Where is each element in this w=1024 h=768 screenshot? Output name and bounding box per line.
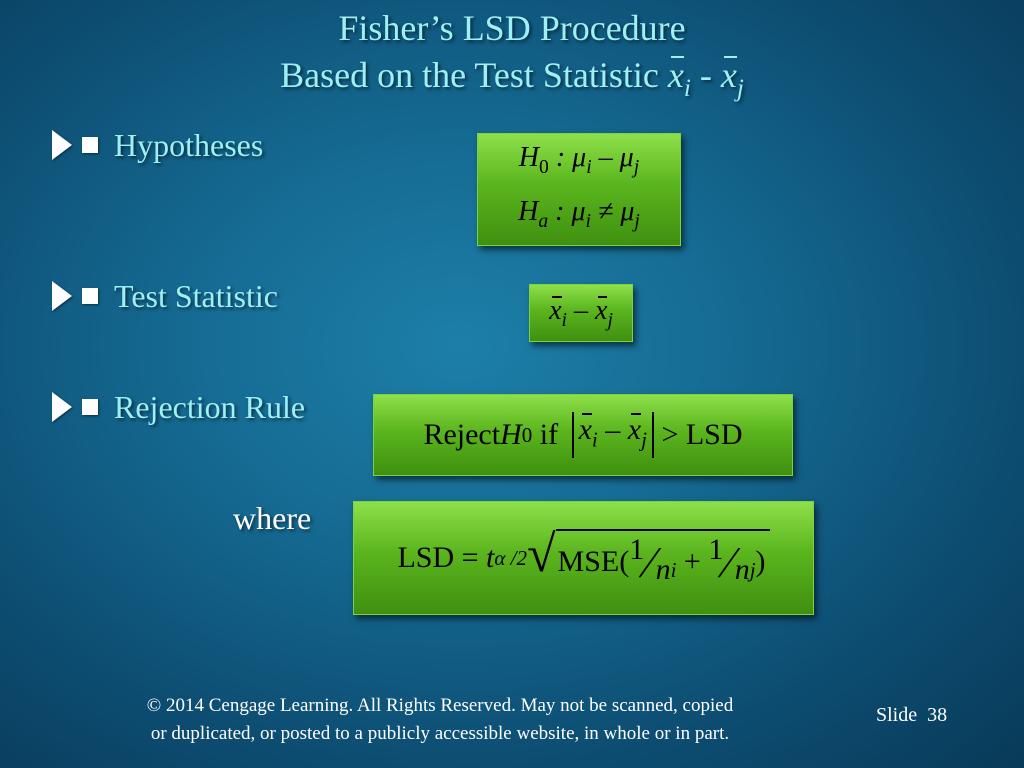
xbar-j: x <box>595 294 608 326</box>
h-symbol: H <box>518 195 539 227</box>
numerator: 1 <box>708 533 724 566</box>
close-paren: ) <box>755 545 766 578</box>
square-bullet-icon <box>82 288 98 304</box>
slide-number: Slide 38 <box>876 704 947 727</box>
sqrt-icon: √ <box>526 525 556 583</box>
gt-lsd: > LSD <box>653 418 743 451</box>
xbar-j: x <box>720 55 737 95</box>
bullet-test-statistic: Test Statistic <box>52 276 278 316</box>
square-bullet-icon <box>82 137 98 153</box>
sub-j: j <box>641 427 647 452</box>
slide-title: Fisher’s LSD Procedure <box>338 8 686 48</box>
square-bullet-icon <box>82 399 98 415</box>
h0-op: – μ <box>591 141 634 173</box>
bullet-label: Test Statistic <box>114 278 278 314</box>
mu-sub-j: j <box>634 210 640 232</box>
bullet-rejection-rule: Rejection Rule <box>52 387 305 427</box>
subtitle-prefix: Based on the Test Statistic <box>280 55 668 95</box>
sub-i: i <box>561 309 567 331</box>
h-symbol: H <box>518 141 540 173</box>
mu-sub-i: i <box>586 156 592 178</box>
alternative-hypothesis: Ha : μi ≠ μj <box>518 190 640 244</box>
ha-rest: : μ <box>548 195 586 227</box>
null-hypothesis: H0 : μi – μj <box>519 136 639 190</box>
t-sub: α /2 <box>494 545 527 570</box>
sub-j: j <box>607 309 613 331</box>
lsd-lhs: LSD = <box>397 541 487 574</box>
denominator: n <box>734 553 750 586</box>
mu-sub-i: i <box>585 210 591 232</box>
test-statistic-box: xi – xj <box>529 284 633 342</box>
if-text: if <box>532 418 566 451</box>
slide-label: Slide <box>876 704 928 726</box>
minus: – <box>597 413 628 447</box>
where-label: where <box>233 500 312 536</box>
hypotheses-box: H0 : μi – μj Ha : μi ≠ μj <box>477 133 681 246</box>
mu-sub-j: j <box>633 156 640 178</box>
copyright-footer: © 2014 Cengage Learning. All Rights Rese… <box>60 692 820 748</box>
xbar-i: x <box>549 294 563 326</box>
bullet-hypotheses: Hypotheses <box>52 125 263 165</box>
xbar-j: x <box>627 413 642 447</box>
n-sub-i: i <box>670 557 677 582</box>
h-symbol: H <box>500 418 522 451</box>
triangle-bullet-icon <box>52 130 72 160</box>
slide-number-value: 38 <box>927 704 948 726</box>
subtitle-dash: - <box>690 55 721 95</box>
h-sub: a <box>538 210 549 232</box>
triangle-bullet-icon <box>52 281 72 311</box>
slide-subtitle: Based on the Test Statistic xi - xj <box>0 55 1024 109</box>
reject-text: Reject <box>423 418 501 451</box>
footer-line-1: © 2014 Cengage Learning. All Rights Rese… <box>146 695 734 716</box>
ha-op: ≠ μ <box>591 195 635 227</box>
h0-rest: : μ <box>548 141 587 173</box>
plus: + <box>676 545 709 578</box>
sub-j: j <box>736 74 744 102</box>
absolute-difference: xi – xj <box>571 412 654 458</box>
footer-line-2: or duplicated, or posted to a publicly a… <box>150 723 730 744</box>
h-sub: 0 <box>521 422 533 447</box>
mse-text: MSE( <box>557 545 630 578</box>
denominator: n <box>655 553 671 586</box>
n-sub-j: j <box>749 557 756 582</box>
bullet-label: Hypotheses <box>114 127 264 163</box>
sub-i: i <box>683 74 691 102</box>
t-symbol: t <box>486 541 495 574</box>
triangle-bullet-icon <box>52 392 72 422</box>
numerator: 1 <box>629 533 645 566</box>
xbar-i: x <box>578 413 593 447</box>
bullet-label: Rejection Rule <box>114 389 306 425</box>
test-statistic-formula: xi – xj <box>549 295 613 332</box>
minus: – <box>567 294 595 326</box>
xbar-i: x <box>667 55 684 95</box>
sub-i: i <box>591 427 598 452</box>
h-sub: 0 <box>539 156 549 178</box>
